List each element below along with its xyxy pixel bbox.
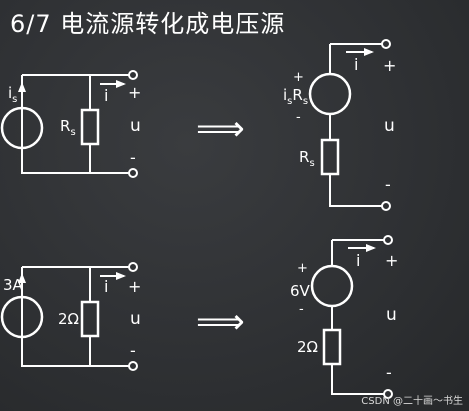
resistor-label: 2Ω — [297, 338, 318, 356]
minus-sign: - — [130, 341, 136, 360]
source-plus-sign: + — [293, 70, 304, 85]
transform-arrow-icon: ⟹ — [196, 109, 245, 149]
resistor — [80, 108, 100, 146]
current-label: i — [356, 251, 360, 270]
terminal-bottom — [383, 389, 393, 399]
circuit-current-source-symbolic: is Rs i + - u — [0, 70, 141, 178]
terminal-top — [128, 262, 138, 272]
source-label: 6V — [290, 282, 311, 300]
page-title: 6/7 电流源转化成电压源 — [10, 10, 286, 38]
plus-sign: + — [128, 83, 141, 102]
resistor-label: 2Ω — [58, 310, 79, 328]
wire — [331, 364, 388, 395]
circuit-voltage-source-symbolic: isRs + - Rs i + - u — [283, 39, 396, 211]
minus-sign: - — [130, 148, 136, 167]
source-plus-sign: + — [297, 261, 308, 276]
voltage-label: u — [384, 116, 395, 136]
wire — [21, 337, 133, 367]
resistor-label: Rs — [299, 148, 315, 169]
voltage-source — [310, 264, 354, 308]
terminal-bottom — [381, 201, 391, 211]
source-label: 3A — [3, 276, 24, 294]
wire — [21, 148, 133, 174]
transform-arrow-icon: ⟹ — [196, 302, 245, 342]
voltage-source — [308, 72, 352, 116]
resistor — [322, 328, 342, 366]
voltage-label: u — [130, 309, 141, 329]
wire — [329, 174, 386, 207]
resistor — [80, 300, 100, 338]
circuit-current-source-numeric: 3A 2Ω i + - u — [0, 262, 141, 371]
terminal-top — [128, 70, 138, 80]
watermark: CSDN @二十画～书生 — [361, 396, 463, 407]
current-label: i — [104, 86, 108, 105]
plus-sign: + — [128, 277, 141, 296]
voltage-label: u — [130, 116, 141, 136]
current-label: i — [104, 277, 108, 296]
resistor — [320, 138, 340, 176]
source-label: is — [8, 84, 17, 105]
source-minus-sign: - — [299, 302, 304, 317]
circuit-voltage-source-numeric: 6V + - 2Ω i + - u — [290, 235, 398, 399]
source-minus-sign: - — [296, 110, 301, 125]
minus-sign: - — [386, 363, 392, 382]
terminal-bottom — [128, 168, 138, 178]
resistor-label: Rs — [60, 117, 76, 138]
minus-sign: - — [385, 175, 391, 194]
plus-sign: + — [383, 56, 396, 75]
terminal-top — [381, 39, 391, 49]
terminal-top — [383, 235, 393, 245]
current-label: i — [354, 55, 358, 74]
source-label: isRs — [283, 86, 308, 107]
voltage-label: u — [386, 305, 397, 325]
plus-sign: + — [385, 251, 398, 270]
terminal-bottom — [128, 361, 138, 371]
